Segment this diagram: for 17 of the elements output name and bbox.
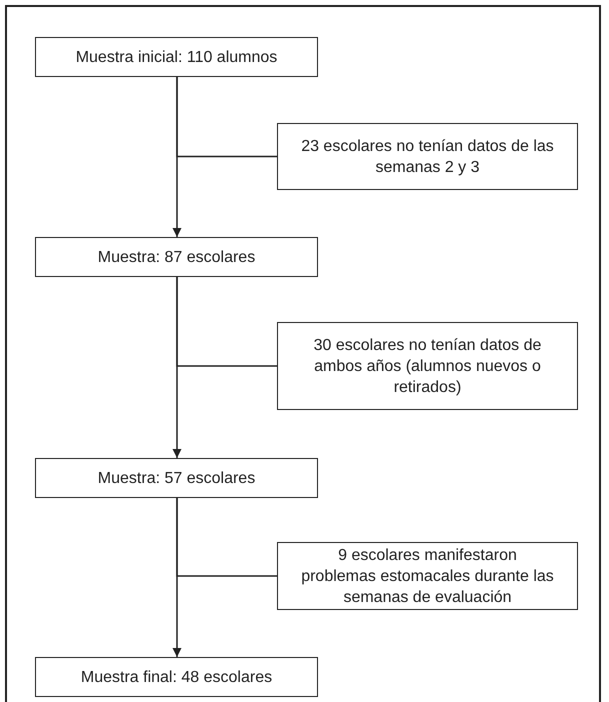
box-text: Muestra final: 48 escolares <box>80 668 272 688</box>
exclusion-box <box>277 542 578 610</box>
connector-line <box>176 77 277 158</box>
box-text: Muestra: 57 escolares <box>98 468 256 488</box>
box-text: 23 escolares no tenían datos de las semanas 2 y 3 <box>300 136 555 178</box>
box-text: Muestra: 87 escolares <box>98 248 256 268</box>
box-text: Muestra inicial: 110 alumnos <box>76 48 278 68</box>
exclusion-box <box>277 322 578 410</box>
sample-box <box>35 237 318 277</box>
box-text: 30 escolares no tenían datos de ambos años (alumnos nuevos o retirados) <box>312 336 542 398</box>
sample-box <box>35 657 318 697</box>
box-text: 9 escolares manifestaron problemas estomacales durante las semanas de evaluación <box>300 546 555 608</box>
sample-box <box>35 458 318 498</box>
connector-line <box>176 277 277 367</box>
exclusion-box <box>277 123 578 190</box>
sample-box <box>35 37 318 77</box>
connector-line <box>176 498 277 577</box>
